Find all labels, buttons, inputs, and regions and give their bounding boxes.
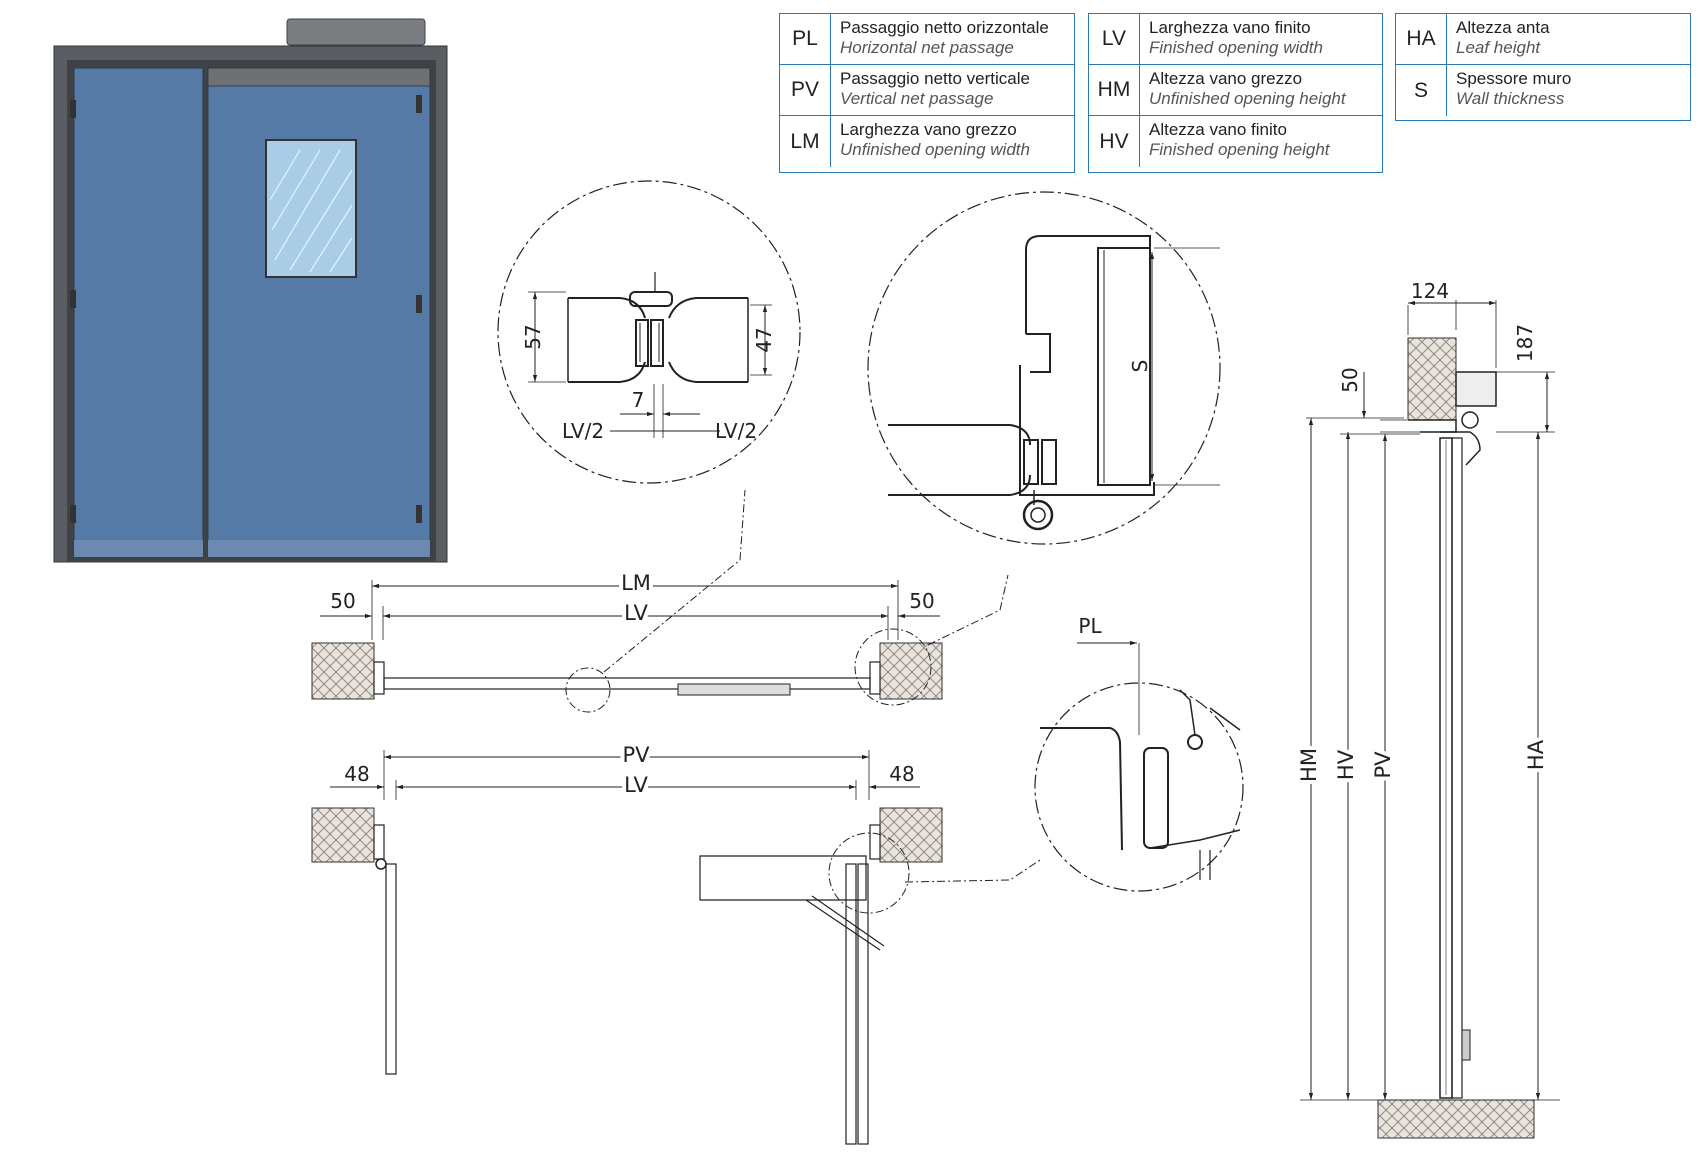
plan-view-open (311, 750, 1041, 1145)
door-leaf-left (73, 67, 204, 558)
dim-s: S (1128, 360, 1152, 373)
dim-50-right: 50 (909, 589, 934, 613)
legend-label-it: Larghezza vano finito (1149, 18, 1311, 37)
legend-code: HA (1396, 14, 1447, 64)
door-elevation (53, 18, 448, 563)
hinge-icon (416, 295, 422, 313)
legend-label-en: Unfinished opening height (1149, 89, 1346, 108)
dim-48-right: 48 (889, 762, 914, 786)
legend-label-en: Horizontal net passage (840, 38, 1014, 57)
legend-code: PV (780, 65, 831, 115)
dim-57: 57 (521, 324, 545, 349)
door-operator-box (286, 18, 426, 46)
glass-reflection (269, 149, 353, 273)
legend-label-it: Spessore muro (1456, 69, 1572, 88)
dim-lv-half-left: LV/2 (562, 419, 604, 443)
dim-hv: HV (1334, 749, 1358, 780)
dim-187: 187 (1513, 324, 1537, 362)
door-kickplate-left (74, 540, 203, 557)
dim-50-vertical: 50 (1338, 367, 1362, 392)
dim-hm: HM (1297, 748, 1321, 782)
dim-lv: LV (624, 601, 648, 625)
wall-section-left (311, 807, 375, 863)
legend-label-it: Altezza vano grezzo (1149, 69, 1303, 88)
legend-code: LV (1089, 14, 1140, 64)
legend-label-en: Finished opening width (1149, 38, 1323, 57)
legend-label-en: Vertical net passage (840, 89, 994, 108)
detail-circle-frame-wall (867, 191, 1221, 545)
dim-47: 47 (752, 327, 776, 352)
operator-head (1455, 371, 1497, 407)
detail-circle-meeting-stiles (497, 180, 801, 484)
dim-7: 7 (632, 388, 645, 412)
dim-lv-half-right: LV/2 (715, 419, 757, 443)
door-vision-window (265, 139, 357, 278)
dim-124: 124 (1411, 279, 1449, 303)
floor-section (1377, 1099, 1535, 1139)
hinge-icon (70, 505, 76, 523)
dim-50-left: 50 (330, 589, 355, 613)
legend-label-en: Leaf height (1456, 38, 1541, 57)
dim-pl: PL (1078, 614, 1102, 638)
dim-lv-open: LV (624, 773, 648, 797)
dim-pv: PV (622, 743, 650, 767)
legend-code: S (1396, 65, 1447, 116)
vertical-section (1300, 300, 1560, 1139)
detail-circle-pl (1034, 640, 1244, 892)
legend-label-it: Altezza anta (1456, 18, 1550, 37)
legend-label-it: Larghezza vano grezzo (840, 120, 1017, 139)
plan-view-closed (311, 489, 1009, 713)
wall-section-right (879, 642, 943, 700)
hinge-icon (70, 100, 76, 118)
dim-lm: LM (621, 571, 651, 595)
legend-label-en: Unfinished opening width (840, 140, 1030, 159)
door-top-rail (207, 67, 431, 87)
wall-lintel (1407, 337, 1457, 421)
dim-pv-vertical: PV (1371, 751, 1395, 779)
dim-48-left: 48 (344, 762, 369, 786)
legend-label-en: Finished opening height (1149, 140, 1330, 159)
legend-label-en: Wall thickness (1456, 89, 1565, 108)
legend-label-it: Passaggio netto orizzontale (840, 18, 1049, 37)
legend-code: PL (780, 14, 831, 64)
legend-label-it: Passaggio netto verticale (840, 69, 1030, 88)
legend-code: HM (1089, 65, 1140, 115)
legend-label-it: Altezza vano finito (1149, 120, 1287, 139)
hinge-icon (416, 95, 422, 113)
legend-code: HV (1089, 116, 1140, 167)
legend-code: LM (780, 116, 831, 167)
hinge-icon (70, 290, 76, 308)
wall-section-right (879, 807, 943, 863)
door-kickplate-right (208, 540, 430, 557)
dim-ha: HA (1524, 739, 1548, 770)
wall-section-left (311, 642, 375, 700)
hinge-icon (416, 505, 422, 523)
